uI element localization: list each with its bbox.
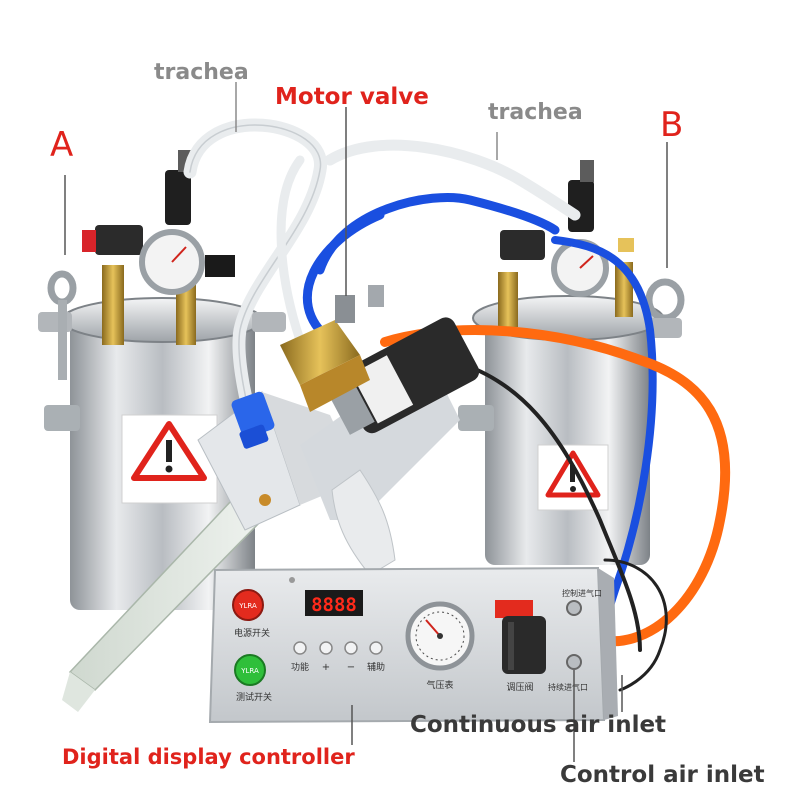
label-motor-valve: Motor valve [275,84,429,110]
callout-lines [64,82,668,762]
gauge-label: 气压表 [426,679,453,691]
key-aux-label: 辅助 [367,661,385,673]
key-plus-label: + [322,662,330,673]
label-trachea-left: trachea [154,60,249,85]
key-function-label: 功能 [291,661,309,673]
label-digital-display-controller: Digital display controller [62,745,355,769]
digital-controller: 8888 功能 + − 辅助 YLRA 电源开关 YLRA 测试开关 气压表 [208,566,618,724]
power-button-text: YLRA [238,602,257,610]
label-tank-b: B [660,105,684,145]
outlet-port-label: 持续进气口 [548,682,588,692]
tank-a [38,150,286,610]
digital-display-text: 8888 [311,594,357,616]
motor-valve-gun [62,285,480,712]
key-minus-label: − [347,662,355,673]
label-continuous-air-inlet: Continuous air inlet [410,712,667,738]
test-switch-label: 测试开关 [236,691,272,703]
test-button-text: YLRA [240,667,259,675]
regulator-label: 调压阀 [506,682,533,693]
control-port-label: 控制进气口 [562,588,602,598]
label-trachea-right: trachea [488,100,583,125]
tank-b [458,160,685,565]
power-switch-label: 电源开关 [234,627,270,639]
label-control-air-inlet: Control air inlet [560,762,765,788]
label-tank-a: A [50,125,74,165]
